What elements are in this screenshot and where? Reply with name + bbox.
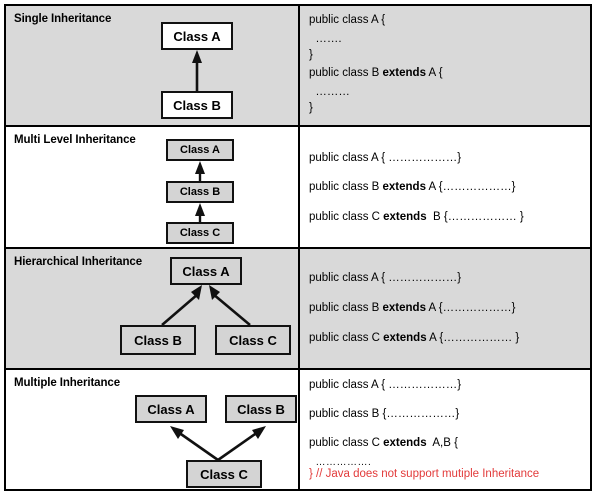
diagram-cell-single: Single Inheritance Class A Class B [6,6,300,125]
class-box-a: Class A [170,257,242,285]
code-line: public class A { ………………} [309,379,462,391]
code-line: public class B extends A { [309,67,443,79]
code-cell-hierarchical: public class A { ………………} public class B … [300,249,590,368]
code-line: } [309,102,313,114]
code-line: ……. [309,33,342,45]
class-box-a: Class A [161,22,233,50]
code-line: public class B {………………} [309,408,460,420]
class-box-a-label: Class A [182,263,230,279]
row-hierarchical-inheritance: Hierarchical Inheritance Class A Class B… [6,249,590,370]
class-box-a: Class A [135,395,207,423]
code-line: public class C extends A {……………… } [309,332,520,344]
code-line: public class A { ………………} [309,272,462,284]
row-multiple-inheritance: Multiple Inheritance Class A Class B Cla… [6,370,590,489]
code-line: public class A { [309,14,386,26]
code-line: public class A { ………………} [309,152,462,164]
class-box-b: Class B [166,181,234,203]
row-label-multilevel: Multi Level Inheritance [14,134,136,146]
class-box-a-label: Class A [180,144,220,156]
diagram-cell-multiple: Multiple Inheritance Class A Class B Cla… [6,370,300,489]
class-box-c-label: Class C [229,332,277,348]
class-box-b-label: Class B [173,97,221,113]
code-line-warning: } // Java does not support mutiple Inher… [309,468,540,480]
class-box-b: Class B [225,395,297,423]
class-box-b-label: Class B [179,186,221,198]
class-box-c-label: Class C [179,227,221,239]
row-label-single: Single Inheritance [14,13,112,25]
row-label-multiple: Multiple Inheritance [14,377,120,389]
code-line: public class B extends A {………………} [309,181,516,193]
code-line: public class B extends A {………………} [309,302,516,314]
row-single-inheritance: Single Inheritance Class A Class B publi… [6,6,590,127]
class-box-b: Class B [120,325,196,355]
class-box-c: Class C [215,325,291,355]
class-box-b-label: Class B [237,401,285,417]
code-cell-single: public class A { ……. } public class B ex… [300,6,590,125]
code-line: public class C extends A,B { [309,437,458,449]
code-cell-multilevel: public class A { ………………} public class B … [300,127,590,247]
class-box-b: Class B [161,91,233,119]
code-line: } [309,49,313,61]
class-box-c: Class C [166,222,234,244]
class-box-a-label: Class A [173,28,221,44]
class-box-b-label: Class B [134,332,182,348]
code-line: ……………. [309,457,372,468]
class-box-a-label: Class A [147,401,195,417]
row-label-hierarchical: Hierarchical Inheritance [14,256,142,268]
class-box-c: Class C [186,460,262,488]
class-box-a: Class A [166,139,234,161]
row-multilevel-inheritance: Multi Level Inheritance Class A Class B … [6,127,590,249]
code-line: public class C extends B {……………… } [309,211,524,223]
diagram-cell-hierarchical: Hierarchical Inheritance Class A Class B… [6,249,300,368]
diagram-cell-multilevel: Multi Level Inheritance Class A Class B … [6,127,300,247]
class-box-c-label: Class C [200,466,248,482]
code-line: ……… [309,86,350,98]
code-cell-multiple: public class A { ………………} public class B … [300,370,590,489]
inheritance-types-diagram: Single Inheritance Class A Class B publi… [4,4,592,491]
